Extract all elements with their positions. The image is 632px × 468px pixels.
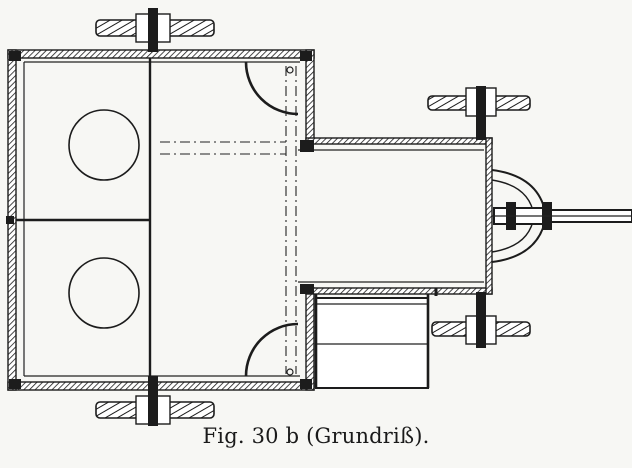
circular-opening-upper [68, 109, 140, 181]
circular-opening-lower [68, 257, 140, 329]
front-axle-assembly [491, 169, 632, 263]
rear-wheel-bottom [95, 376, 215, 426]
rear-wheel-top [95, 8, 215, 52]
lower-side-box [314, 294, 430, 389]
front-wheel-top [427, 86, 531, 140]
left-compartments [6, 58, 152, 382]
figure-caption: Fig. 30 b (Grundriß). [202, 424, 430, 448]
front-wheel-bottom [431, 292, 531, 348]
front-extension [298, 137, 493, 296]
quarter-round-doors [160, 61, 299, 377]
